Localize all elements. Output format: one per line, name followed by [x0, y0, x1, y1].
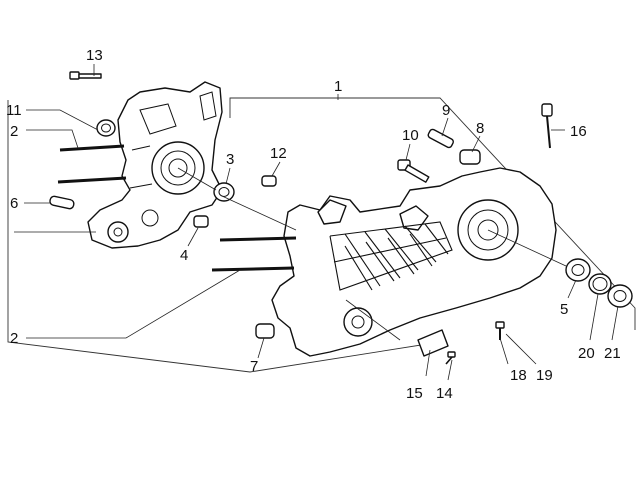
assembly-bracket: [7, 97, 636, 373]
bolt-13: [69, 71, 102, 80]
callout-4: 4: [180, 247, 188, 264]
oil-seal-21: [607, 284, 633, 308]
dipstick-16: [541, 103, 553, 149]
callout-19: 19: [536, 367, 553, 384]
bearing-5: [565, 258, 591, 282]
callout-2-upper: 2: [10, 123, 18, 140]
callout-3: 3: [226, 151, 234, 168]
oil-seal-11: [96, 119, 116, 137]
callout-labels: 13 11 2 6 1 3 12 4 9 8 10 16 2 7 15 14 1…: [6, 47, 621, 402]
callout-11: 11: [6, 102, 22, 119]
bushing-4: [193, 215, 209, 228]
pin-9: [427, 128, 454, 149]
left-crankcase-half: [87, 81, 223, 249]
callout-13: 13: [86, 47, 103, 64]
callout-12: 12: [270, 145, 287, 162]
bushing-8: [459, 149, 481, 165]
callout-16: 16: [570, 123, 587, 140]
callout-6: 6: [10, 195, 18, 212]
callout-10: 10: [402, 127, 419, 144]
bolt-10: [397, 159, 430, 183]
callout-7: 7: [250, 358, 258, 375]
callout-9: 9: [442, 102, 450, 119]
callout-21: 21: [604, 345, 621, 362]
circlip-20: [588, 273, 612, 295]
leader-lines: [14, 64, 619, 381]
callout-2-lower: 2: [10, 330, 18, 347]
studs-2-lower: [211, 236, 297, 272]
plate-15: [417, 329, 449, 357]
studs-2-upper: [57, 144, 127, 184]
callout-20: 20: [578, 345, 595, 362]
callout-1: 1: [334, 78, 342, 95]
callout-8: 8: [476, 120, 484, 137]
callout-15: 15: [406, 385, 423, 402]
bearing-3: [213, 182, 235, 202]
callout-18: 18: [510, 367, 527, 384]
callout-14: 14: [436, 385, 453, 402]
bushing-12: [261, 175, 277, 187]
right-crankcase-half: [271, 167, 557, 357]
crankcase-ribs: [329, 221, 453, 291]
dowel-pin-6: [49, 195, 75, 210]
callout-5: 5: [560, 301, 568, 318]
bushing-7: [255, 323, 275, 339]
screw-14: [445, 351, 456, 365]
screw-18: [495, 321, 505, 340]
